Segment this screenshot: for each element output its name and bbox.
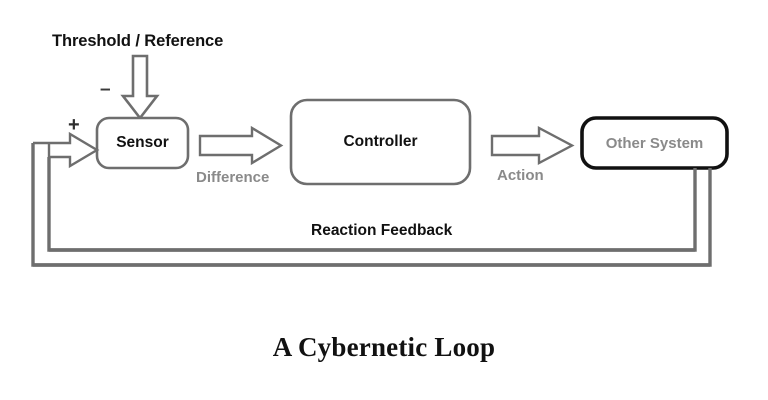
threshold-reference-label: Threshold / Reference: [52, 32, 224, 50]
feedback-return-arrow: [33, 131, 100, 169]
node-sensor[interactable]: [95, 116, 190, 170]
node-other-system-label: Other System: [605, 134, 704, 152]
feedback-label-rules: [33, 248, 710, 267]
difference-arrow: [198, 125, 284, 166]
edge-label-difference: Difference: [196, 169, 270, 186]
node-sensor-label: Sensor: [116, 134, 169, 151]
node-other-system[interactable]: [580, 116, 729, 170]
plus-sign-label: +: [68, 114, 80, 136]
node-controller[interactable]: [289, 98, 472, 186]
threshold-input-arrow: [120, 54, 160, 121]
minus-sign-label: –: [100, 79, 111, 100]
action-arrow: [490, 126, 575, 165]
node-controller-label: Controller: [343, 133, 418, 150]
edge-label-action: Action: [497, 167, 544, 184]
diagram-title: A Cybernetic Loop: [272, 332, 496, 362]
edge-label-reaction-feedback: Reaction Feedback: [311, 222, 453, 239]
